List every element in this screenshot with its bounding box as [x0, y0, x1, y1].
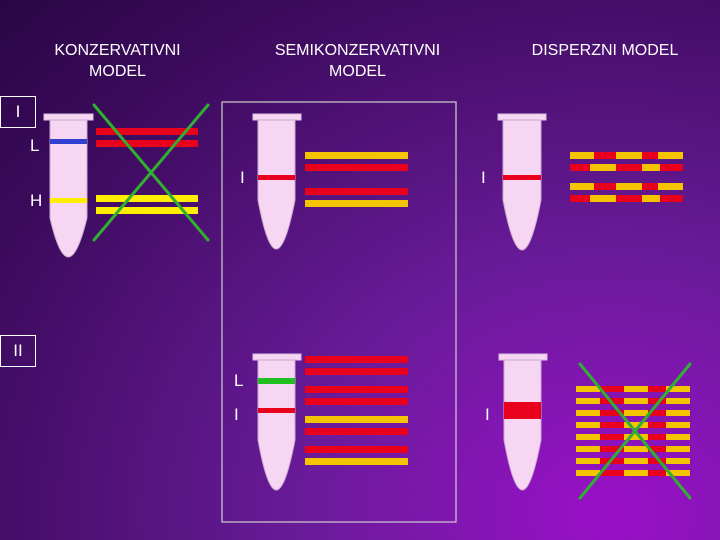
strand-red: [96, 140, 198, 147]
band-label-heavy: H: [30, 191, 43, 210]
title-semiconservative-model: SEMIKONZERVATIVNI MODEL: [274, 42, 441, 80]
band-label-intermediate-disp-1: I: [481, 168, 486, 187]
strand-yellow: [305, 152, 408, 159]
band-light-blue: [50, 139, 87, 144]
dispersive-gen2-strands: [576, 386, 690, 476]
semiconservative-highlight-frame: [221, 101, 457, 523]
dispersive-strand-pair-2: [570, 183, 683, 202]
cross-mark-conservative: [92, 103, 210, 242]
strand-red: [305, 188, 408, 195]
dispersive-strand-pair-1: [570, 152, 683, 171]
band-label-intermediate-disp-2: I: [485, 405, 490, 424]
band-light-green: [258, 378, 295, 384]
generation-label-first: I: [0, 96, 36, 128]
strand-yellow: [96, 195, 198, 202]
band-intermediate-red-wide: [504, 402, 541, 419]
tube-dispersive-gen2: [498, 353, 548, 491]
tube-semiconservative-gen2: [252, 353, 302, 491]
band-label-intermediate-semi-2: I: [234, 405, 239, 424]
strand-red: [305, 446, 408, 453]
band-label-intermediate-semi-1: I: [240, 168, 245, 187]
title-dispersive-model: DISPERZNI MODEL: [531, 42, 679, 59]
strand-red: [305, 398, 408, 405]
cross-mark-dispersive: [578, 362, 692, 500]
strand-red: [305, 428, 408, 435]
strand-yellow: [305, 200, 408, 207]
tube-dispersive-gen1: [497, 113, 547, 251]
strand-red: [305, 386, 408, 393]
strand-red: [305, 356, 408, 363]
band-intermediate-red: [503, 175, 541, 180]
tube-conservative: [43, 113, 94, 258]
tube-semiconservative-gen1: [252, 113, 302, 250]
strand-yellow: [305, 416, 408, 423]
band-heavy-yellow: [50, 198, 87, 203]
strand-yellow: [96, 207, 198, 214]
generation-label-second: II: [0, 335, 36, 367]
band-intermediate-red: [258, 408, 295, 413]
strand-red: [96, 128, 198, 135]
strand-red: [305, 368, 408, 375]
strand-yellow: [305, 458, 408, 465]
band-intermediate-red: [258, 175, 295, 180]
strand-red: [305, 164, 408, 171]
band-label-light-semi-2: L: [234, 371, 244, 390]
title-conservative-model: KONZERVATIVNI MODEL: [54, 42, 181, 80]
band-label-light: L: [30, 136, 40, 155]
